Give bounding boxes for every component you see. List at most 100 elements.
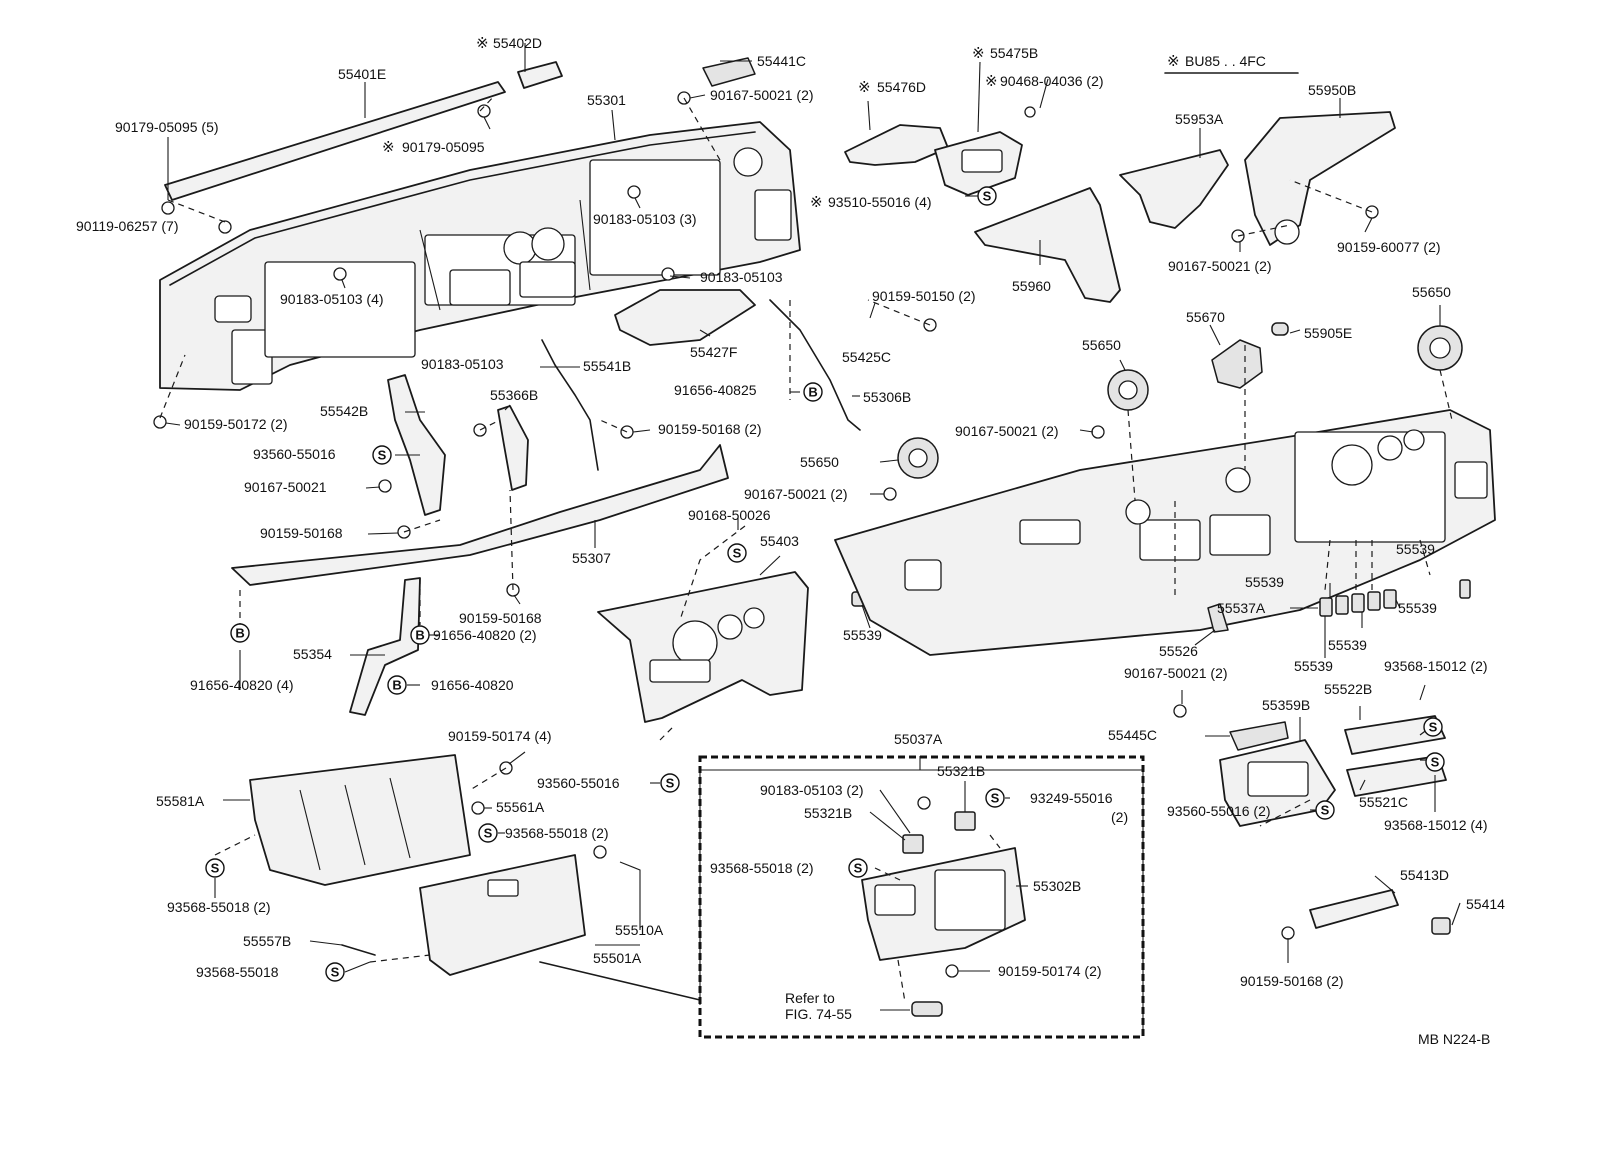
label-bu85: BU85 . . 4FC	[1185, 53, 1266, 69]
label-55650-a: 55650	[1082, 337, 1121, 353]
fastener-90159-50174-kit	[945, 964, 959, 978]
svg-text:S: S	[1321, 803, 1330, 818]
svg-text:S: S	[1431, 755, 1440, 770]
part-55403-cluster-bezel	[597, 571, 809, 723]
badge-s-93510: S	[977, 186, 997, 206]
fastener-90119-06257	[218, 220, 232, 234]
label-55425C: 55425C	[842, 349, 891, 365]
fastener-90167-50021-vent	[1091, 425, 1105, 439]
svg-text:S: S	[484, 826, 493, 841]
part-55522B-tray	[1344, 715, 1446, 755]
note-mark-bu85: ※	[1167, 52, 1180, 70]
note-mark-93510: ※	[810, 193, 823, 211]
label-93568-55018: 93568-55018	[196, 964, 279, 980]
label-90168-50026: 90168-50026	[688, 507, 771, 523]
label-55522B: 55522B	[1324, 681, 1372, 697]
label-91656-40820-2: 91656-40820 (2)	[433, 627, 537, 643]
fastener-90183-05103-left	[333, 267, 347, 281]
label-90167-50021-2a: 90167-50021 (2)	[710, 87, 814, 103]
label-55321B-b: 55321B	[804, 805, 852, 821]
svg-text:S: S	[1429, 720, 1438, 735]
label-90183-05103-3: 90183-05103 (3)	[593, 211, 697, 227]
kit-55037A-box	[698, 755, 1145, 1039]
label-91656-40820-4: 91656-40820 (4)	[190, 677, 294, 693]
label-91656-40825: 91656-40825	[674, 382, 757, 398]
label-90159-50150: 90159-50150 (2)	[872, 288, 976, 304]
label-55366B: 55366B	[490, 387, 538, 403]
part-55905E-knob	[1271, 322, 1289, 336]
svg-text:S: S	[983, 189, 992, 204]
badge-s-93560-2: S	[1315, 800, 1335, 820]
label-55307: 55307	[572, 550, 611, 566]
label-55354: 55354	[293, 646, 332, 662]
part-55401E-trim-strip	[164, 81, 506, 201]
svg-text:S: S	[378, 448, 387, 463]
leader-lines	[159, 43, 1461, 1035]
label-55301: 55301	[587, 92, 626, 108]
fastener-90159-50168-bottom	[1281, 926, 1295, 940]
label-55401E: 55401E	[338, 66, 386, 82]
label-55414: 55414	[1466, 896, 1505, 912]
label-55557B: 55557B	[243, 933, 291, 949]
badge-b-91656-40820-4: B	[230, 623, 250, 643]
badge-s-93568-55018-b: S	[205, 858, 225, 878]
label-55501A: 55501A	[593, 950, 642, 966]
badge-s-93568-15012-4: S	[1425, 752, 1445, 772]
label-55539-b: 55539	[1245, 574, 1284, 590]
label-55539-e: 55539	[1328, 637, 1367, 653]
part-55521C-tray	[1346, 755, 1447, 797]
badge-s-93568-55018-c: S	[848, 858, 868, 878]
label-93510-55016: 93510-55016 (4)	[828, 194, 932, 210]
label-55427F: 55427F	[690, 344, 737, 360]
svg-text:S: S	[733, 546, 742, 561]
label-55539-c: 55539	[1398, 600, 1437, 616]
label-55306B: 55306B	[863, 389, 911, 405]
fastener-90179-05095	[161, 201, 175, 215]
label-refer-to: Refer to	[785, 990, 835, 1006]
fastener-90159-50172	[153, 415, 167, 429]
label-93249-55016: 93249-55016	[1030, 790, 1113, 806]
part-55301-dash-panel	[159, 121, 801, 391]
label-90468-04036: 90468-04036 (2)	[1000, 73, 1104, 89]
part-55526-cover	[1207, 603, 1229, 633]
label-55539-a: 55539	[1396, 541, 1435, 557]
label-90159-50168-b: 90159-50168	[459, 610, 542, 626]
label-90159-50172: 90159-50172 (2)	[184, 416, 288, 432]
part-55581A-glove-box	[249, 754, 471, 886]
label-93568-55018-2b: 93568-55018 (2)	[710, 860, 814, 876]
label-55403: 55403	[760, 533, 799, 549]
part-55402D-cap	[517, 61, 563, 89]
part-55307-cross-beam	[231, 444, 729, 586]
label-55521C: 55521C	[1359, 794, 1408, 810]
label-93568-15012-4: 93568-15012 (4)	[1384, 817, 1488, 833]
label-90167-50021-2b: 90167-50021 (2)	[1168, 258, 1272, 274]
svg-text:S: S	[666, 776, 675, 791]
svg-text:S: S	[211, 861, 220, 876]
label-90159-50174-2: 90159-50174 (2)	[998, 963, 1102, 979]
part-55501A-glove-door	[419, 854, 586, 976]
label-fig: FIG. 74-55	[785, 1006, 852, 1022]
badge-s-93249: S	[985, 788, 1005, 808]
label-90167-50021-2c: 90167-50021 (2)	[955, 423, 1059, 439]
label-55302B: 55302B	[1033, 878, 1081, 894]
label-55413D: 55413D	[1400, 867, 1449, 883]
part-55441C-clip	[702, 57, 756, 87]
part-55321B-bracket-a	[902, 834, 924, 854]
part-55537A-button-row	[1319, 589, 1397, 617]
badges: S B S S B B B S S S S S S S S S	[205, 186, 1445, 982]
label-91656-40820: 91656-40820	[431, 677, 514, 693]
label-93568-55018-2a: 93568-55018 (2)	[505, 825, 609, 841]
label-55441C: 55441C	[757, 53, 806, 69]
part-55541B-rod	[541, 339, 599, 471]
part-55542B-brace	[387, 374, 446, 516]
label-90159-50168-2a: 90159-50168 (2)	[658, 421, 762, 437]
label-93560-55016-b: 93560-55016	[537, 775, 620, 791]
label-55650-b: 55650	[1412, 284, 1451, 300]
fastener-55510A	[593, 845, 607, 859]
label-55541B: 55541B	[583, 358, 631, 374]
part-strip	[539, 961, 701, 1001]
fastener-90183-05103-kit	[917, 796, 931, 810]
label-93568-15012-2: 93568-15012 (2)	[1384, 658, 1488, 674]
note-marks: ※ ※ ※ ※ ※ ※ ※	[382, 34, 1180, 211]
svg-text:B: B	[392, 678, 401, 693]
